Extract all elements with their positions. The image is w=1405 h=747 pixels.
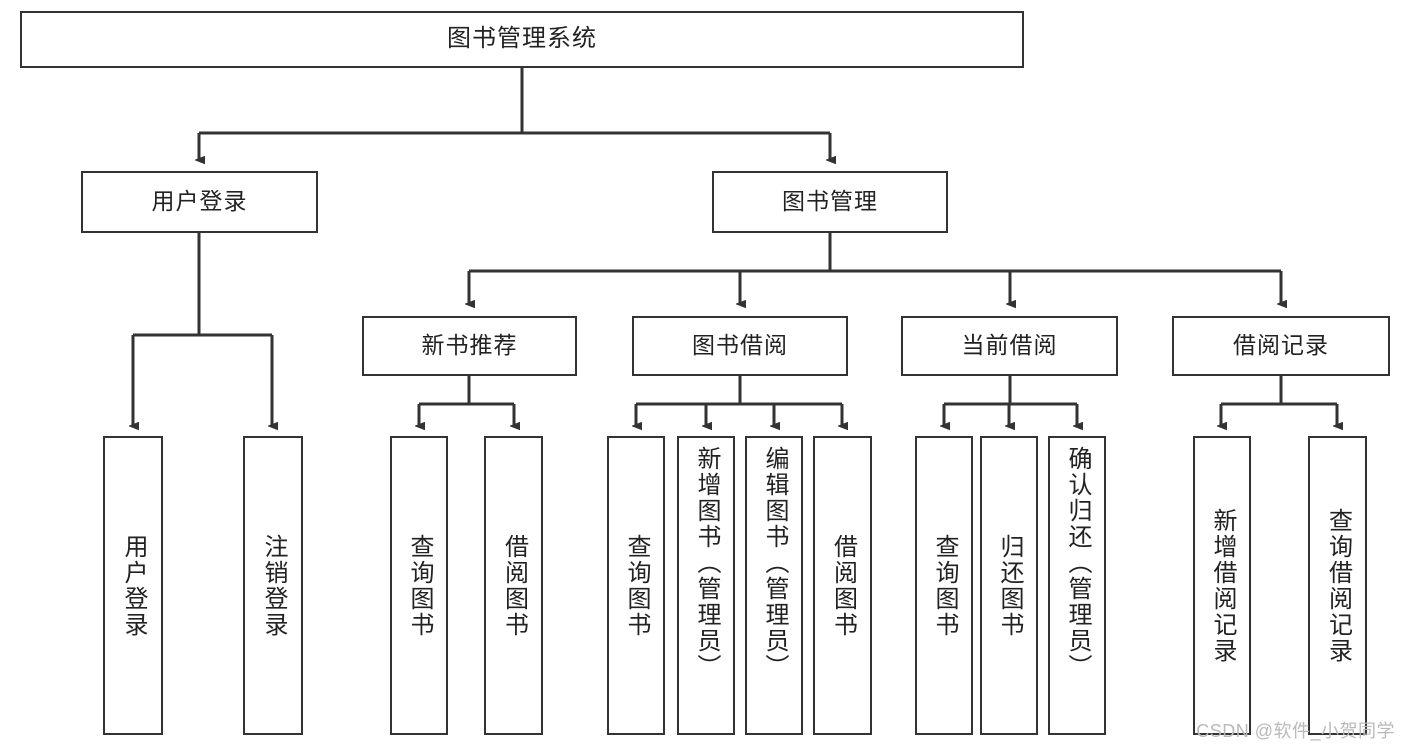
leaf-add-borrow-record[interactable]: 新增借阅记录: [1193, 436, 1251, 735]
node-label: 新增借阅记录: [1208, 507, 1236, 664]
node-label: 用户登录: [119, 533, 147, 638]
node-label: 查询借阅记录: [1324, 507, 1352, 664]
leaf-borrow-book[interactable]: 借阅图书: [813, 436, 872, 735]
node-book-management[interactable]: 图书管理: [712, 171, 948, 233]
leaf-add-book-admin[interactable]: 新增图书（管理员）: [677, 436, 735, 735]
node-label: 借阅图书: [829, 533, 857, 638]
node-label: 查询图书: [405, 533, 433, 638]
node-root-system[interactable]: 图书管理系统: [20, 11, 1024, 68]
leaf-return-book[interactable]: 归还图书: [980, 436, 1038, 735]
node-label: 查询图书: [622, 533, 650, 638]
node-borrow-records[interactable]: 借阅记录: [1172, 316, 1390, 376]
leaf-edit-book-admin[interactable]: 编辑图书（管理员）: [745, 436, 803, 735]
node-current-borrow[interactable]: 当前借阅: [901, 316, 1118, 376]
leaf-query-book-recommend[interactable]: 查询图书: [390, 436, 448, 735]
leaf-query-book-current[interactable]: 查询图书: [915, 436, 973, 735]
leaf-query-book-borrow[interactable]: 查询图书: [607, 436, 665, 735]
node-label: 新书推荐: [421, 332, 518, 359]
node-user-login[interactable]: 用户登录: [81, 171, 318, 233]
watermark: CSDN @软件_小贺同学: [1196, 721, 1395, 741]
node-label: 当前借阅: [961, 332, 1058, 359]
node-label: 新增图书（管理员）: [692, 446, 720, 680]
node-label: 借阅记录: [1233, 332, 1329, 359]
node-label: 确认归还（管理员）: [1063, 446, 1091, 680]
node-label: 注销登录: [259, 533, 287, 638]
node-label: 编辑图书（管理员）: [760, 446, 788, 680]
node-label: 借阅图书: [500, 533, 528, 638]
node-label: 用户登录: [151, 188, 248, 215]
node-label: 归还图书: [995, 533, 1023, 638]
node-label: 图书管理系统: [447, 25, 597, 53]
leaf-borrow-book-recommend[interactable]: 借阅图书: [484, 436, 543, 735]
node-new-book-recommend[interactable]: 新书推荐: [362, 316, 577, 376]
node-label: 查询图书: [930, 533, 958, 638]
leaf-user-login[interactable]: 用户登录: [103, 436, 163, 735]
node-label: 图书管理: [782, 188, 878, 215]
leaf-logout-login[interactable]: 注销登录: [243, 436, 303, 735]
leaf-confirm-return-admin[interactable]: 确认归还（管理员）: [1048, 436, 1106, 735]
node-book-borrow[interactable]: 图书借阅: [632, 316, 848, 376]
leaf-query-borrow-record[interactable]: 查询借阅记录: [1308, 436, 1367, 735]
node-label: 图书借阅: [692, 332, 788, 359]
